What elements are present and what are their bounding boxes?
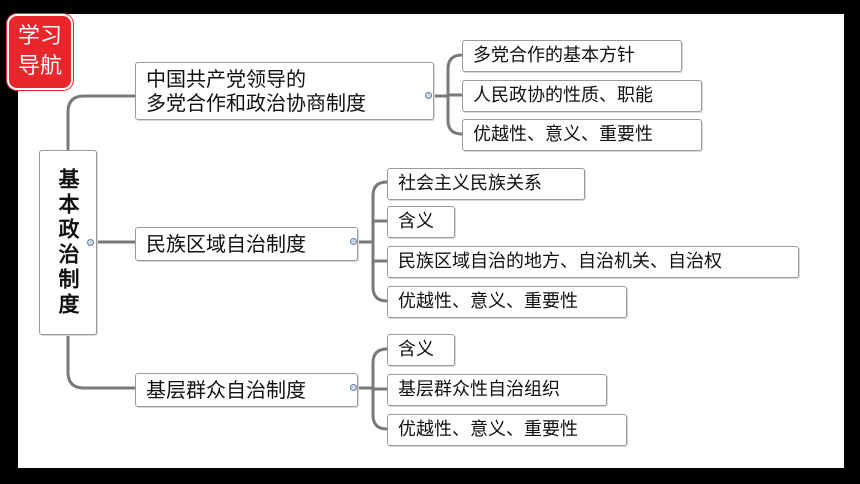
leaf-node[interactable]: 含义	[387, 206, 455, 238]
collapse-icon[interactable]	[350, 384, 357, 391]
leaf-node[interactable]: 含义	[387, 334, 455, 366]
branch-label-line1: 中国共产党领导的	[146, 67, 306, 91]
leaf-node[interactable]: 基层群众性自治组织	[387, 374, 607, 406]
branch-node-ethnic-autonomy[interactable]: 民族区域自治制度	[135, 227, 358, 261]
leaf-node[interactable]: 优越性、意义、重要性	[387, 414, 627, 446]
nav-badge: 学习 导航	[7, 14, 73, 90]
root-node[interactable]: 基本政治制度	[39, 150, 97, 335]
nav-badge-line2: 导航	[17, 54, 62, 79]
root-label: 基本政治制度	[56, 167, 80, 318]
leaf-node[interactable]: 优越性、意义、重要性	[387, 286, 627, 318]
connector-root-branch1	[66, 94, 137, 152]
nav-badge-line1: 学习	[17, 24, 62, 49]
collapse-icon[interactable]	[350, 238, 357, 245]
leaf-node[interactable]: 多党合作的基本方针	[462, 40, 682, 72]
connector-branch2-bracket	[371, 180, 389, 303]
collapse-icon[interactable]	[425, 92, 432, 99]
leaf-node[interactable]: 社会主义民族关系	[387, 168, 585, 200]
branch-node-grassroots[interactable]: 基层群众自治制度	[135, 373, 358, 407]
leaf-node[interactable]: 优越性、意义、重要性	[462, 119, 702, 151]
leaf-node[interactable]: 人民政协的性质、职能	[462, 80, 702, 112]
branch-node-multiparty[interactable]: 中国共产党领导的 多党合作和政治协商制度	[135, 62, 434, 120]
branch-label-line2: 多党合作和政治协商制度	[146, 91, 366, 115]
connector-root-branch3	[66, 333, 137, 390]
collapse-icon[interactable]	[87, 239, 94, 246]
leaf-node[interactable]: 民族区域自治的地方、自治机关、自治权	[387, 246, 799, 278]
